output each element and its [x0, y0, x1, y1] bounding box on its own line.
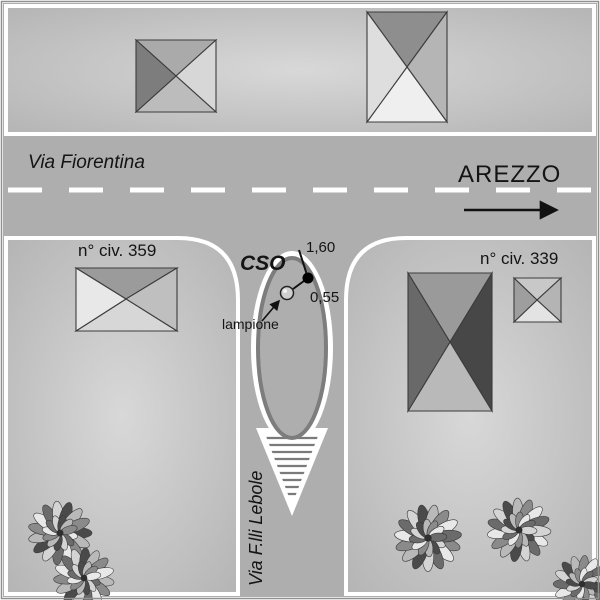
bush-flower [53, 547, 115, 600]
bush-flower [394, 504, 462, 572]
lampione-label: lampione [222, 316, 279, 332]
roof-face [366, 10, 408, 124]
bush-flower [28, 500, 93, 566]
building-roof-359 [74, 267, 179, 333]
cso-label: CSO [240, 252, 286, 275]
lampione-arrow [261, 299, 281, 322]
house-number-359-label: n° civ. 359 [78, 241, 156, 260]
roof-face [75, 267, 128, 333]
city-block-north [4, 4, 596, 136]
street-label-via-fiorentina: Via Fiorentina [28, 152, 145, 173]
lamp-post-symbol [279, 285, 295, 301]
direction-label-arezzo: AREZZO [458, 161, 561, 188]
city-block-southwest [4, 236, 240, 596]
roof-face [513, 276, 538, 324]
survey-point-marker [302, 272, 314, 284]
traffic-island [256, 256, 328, 440]
building-roof-339-large [407, 271, 493, 413]
building-roof-339-small [512, 276, 563, 324]
distance-160-label: 1,60 [306, 239, 335, 256]
building-roof-north-left [134, 38, 218, 114]
roof-face [407, 271, 451, 413]
bush-flower [487, 497, 552, 562]
building-roof-north-right [365, 10, 449, 124]
lamp-post-highlight [283, 289, 287, 293]
roof-face [135, 38, 177, 114]
street-label-via-lebole: Via F.lli Lebole [246, 471, 266, 586]
house-number-339-label: n° civ. 339 [480, 249, 558, 268]
distance-055-label: 0,55 [310, 289, 339, 306]
